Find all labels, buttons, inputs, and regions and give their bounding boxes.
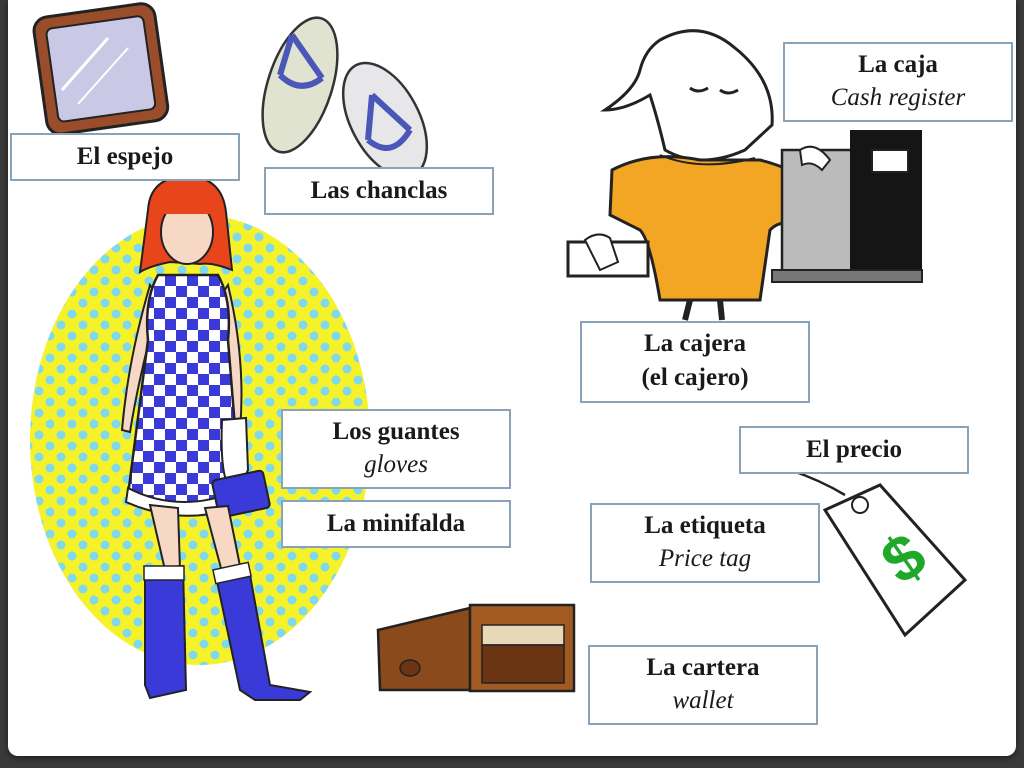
label-el-precio: El precio [739,426,969,474]
label-las-chanclas-text: Las chanclas [310,177,448,204]
label-la-minifalda: La minifalda [281,500,511,548]
label-el-precio-text: El precio [805,436,903,463]
label-los-guantes-title: Los guantes [332,418,460,445]
label-los-guantes-translation: gloves [364,451,428,478]
label-el-espejo-text: El espejo [76,143,174,170]
label-la-cartera: La cartera wallet [588,645,818,725]
label-los-guantes: Los guantes gloves [281,409,511,489]
label-la-cartera-translation: wallet [672,687,734,714]
woman-illustration [30,174,370,701]
flip-flops-illustration [261,16,429,179]
label-la-cajera-line1: La cajera [643,330,747,357]
label-la-etiqueta-title: La etiqueta [644,512,766,539]
label-la-cajera: La cajera (el cajero) [580,321,810,403]
slide-artwork: $ [30,2,968,701]
cash-register-illustration [771,130,923,283]
cashier-illustration [566,29,817,321]
label-la-caja-title: La caja [858,51,938,78]
label-las-chanclas: Las chanclas [264,167,494,215]
slide: $ El espejo Las chanclas La caja Cash re… [8,0,1016,756]
label-la-minifalda-text: La minifalda [326,510,466,537]
label-la-etiqueta-translation: Price tag [658,545,752,572]
mirror-illustration [32,2,170,136]
label-la-cartera-title: La cartera [646,654,760,681]
label-la-etiqueta: La etiqueta Price tag [590,503,820,583]
label-la-caja-translation: Cash register [830,84,966,111]
label-la-caja: La caja Cash register [783,42,1013,122]
label-la-cajera-line2: (el cajero) [641,364,749,391]
label-el-espejo: El espejo [10,133,240,181]
wallet-illustration [376,603,576,693]
